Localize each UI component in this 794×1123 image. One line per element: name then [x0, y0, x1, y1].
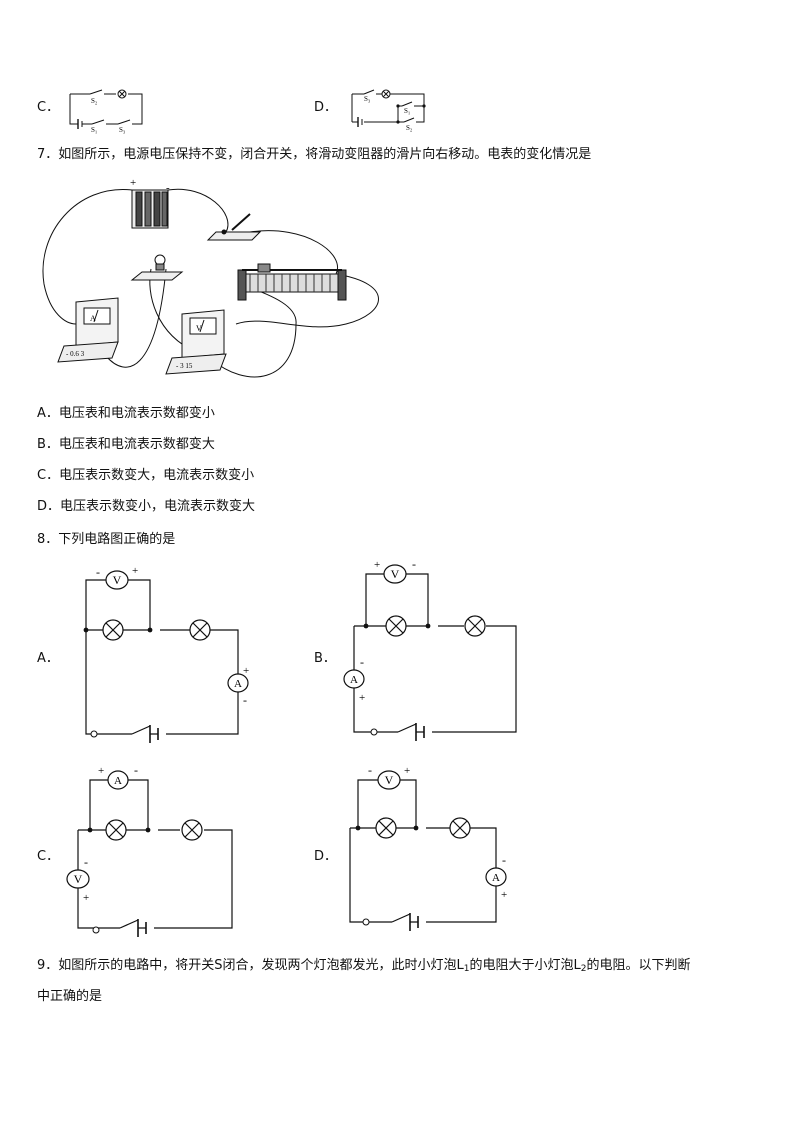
ammeter-minus: - — [243, 693, 247, 707]
q9-stem-line1: 9．如图所示的电路中，将开关S闭合，发现两个灯泡都发光，此时小灯泡L1的电阻大于… — [37, 958, 691, 974]
q6-circuit-c: S₂ S₁ S₃ — [69, 89, 143, 134]
svg-text:V: V — [385, 773, 394, 787]
voltmeter-symbol: V — [196, 324, 202, 333]
lamp-2 — [464, 615, 486, 637]
svg-text:V: V — [74, 872, 83, 886]
q8-stem: 8．下列电路图正确的是 — [37, 532, 176, 547]
lamp-2 — [181, 819, 203, 841]
voltmeter: V — [377, 770, 401, 790]
switch-s1-label: S₁ — [91, 126, 97, 134]
ammeter: A — [107, 770, 129, 790]
ammeter — [57, 297, 119, 363]
lamp-1 — [385, 615, 407, 637]
ammeter: A — [343, 669, 365, 689]
voltmeter-terminals: - 3 15 — [176, 362, 193, 370]
q8-circuit-b: V + - A - + — [343, 557, 517, 741]
battery-pack — [131, 189, 169, 229]
q8-circuit-d: V - + A - + — [349, 763, 507, 931]
switch-s2-label: S₂ — [406, 124, 413, 132]
q9-stem-line2: 中正确的是 — [37, 989, 103, 1004]
svg-text:V: V — [391, 567, 400, 581]
knife-switch — [206, 213, 262, 241]
voltmeter-minus: - — [84, 855, 88, 869]
voltmeter-minus: - — [368, 763, 372, 777]
switch-s1-label: S₁ — [404, 107, 410, 115]
voltmeter — [165, 309, 227, 375]
switch-s2-label: S₂ — [91, 97, 98, 105]
q7-option-b: B．电压表和电流表示数都变大 — [37, 437, 215, 452]
q6-circuit-d: S₃ S₁ S₂ — [351, 89, 426, 132]
voltmeter: V — [66, 869, 90, 889]
svg-text:A: A — [492, 872, 500, 884]
sliding-rheostat — [237, 263, 347, 301]
svg-text:A: A — [350, 674, 358, 686]
ammeter: A — [227, 673, 249, 693]
ammeter-plus: + — [359, 692, 365, 704]
ammeter-minus: - — [360, 655, 364, 669]
voltmeter-plus: + — [374, 559, 380, 571]
voltmeter-minus: - — [96, 565, 100, 579]
q8-option-c-label: C． — [37, 849, 60, 864]
ammeter: A — [485, 867, 507, 887]
ammeter-plus: + — [98, 765, 104, 777]
q7-stem: 7．如图所示，电源电压保持不变，闭合开关，将滑动变阻器的滑片向右移动。电表的变化… — [37, 147, 592, 162]
battery-minus: - — [166, 182, 170, 194]
q6-option-c-label: C． — [37, 100, 60, 115]
lamp-1 — [105, 819, 127, 841]
voltmeter-minus: - — [412, 557, 416, 571]
switch-s3-label: S₃ — [119, 126, 126, 134]
ammeter-plus: + — [243, 665, 249, 677]
svg-text:V: V — [113, 573, 122, 587]
ammeter-minus: - — [134, 763, 138, 777]
ammeter-symbol: A — [90, 314, 96, 323]
lamp-2 — [189, 619, 211, 641]
svg-text:A: A — [114, 775, 122, 787]
ammeter-minus: - — [502, 853, 506, 867]
battery-plus: + — [130, 177, 136, 189]
q6-option-d-label: D． — [314, 100, 338, 115]
q8-option-d-label: D． — [314, 849, 338, 864]
voltmeter-plus: + — [404, 765, 410, 777]
voltmeter-plus: + — [132, 565, 138, 577]
q7-option-d: D．电压表示数变小，电流表示数变大 — [37, 499, 256, 514]
ammeter-plus: + — [501, 889, 507, 901]
q7-physical-circuit-figure: + - A - 0.6 3 — [42, 177, 379, 378]
q8-circuit-a: V - + A + - — [83, 565, 249, 743]
svg-text:A: A — [234, 678, 242, 690]
voltmeter: V — [105, 570, 129, 590]
lamp-2 — [449, 817, 471, 839]
lamp-1 — [375, 817, 397, 839]
lamp-holder — [130, 254, 184, 281]
q7-option-a: A．电压表和电流表示数都变小 — [37, 406, 215, 421]
q8-option-a-label: A． — [37, 651, 59, 666]
voltmeter: V — [383, 564, 407, 584]
q8-circuit-c: A + - V - + — [66, 763, 233, 937]
q7-option-c: C．电压表示数变大，电流表示数变小 — [37, 468, 255, 483]
voltmeter-plus: + — [83, 892, 89, 904]
ammeter-terminals: - 0.6 3 — [66, 350, 85, 358]
lamp-1 — [102, 619, 124, 641]
switch-s3-label: S₃ — [364, 95, 371, 103]
q8-option-b-label: B． — [314, 651, 336, 666]
